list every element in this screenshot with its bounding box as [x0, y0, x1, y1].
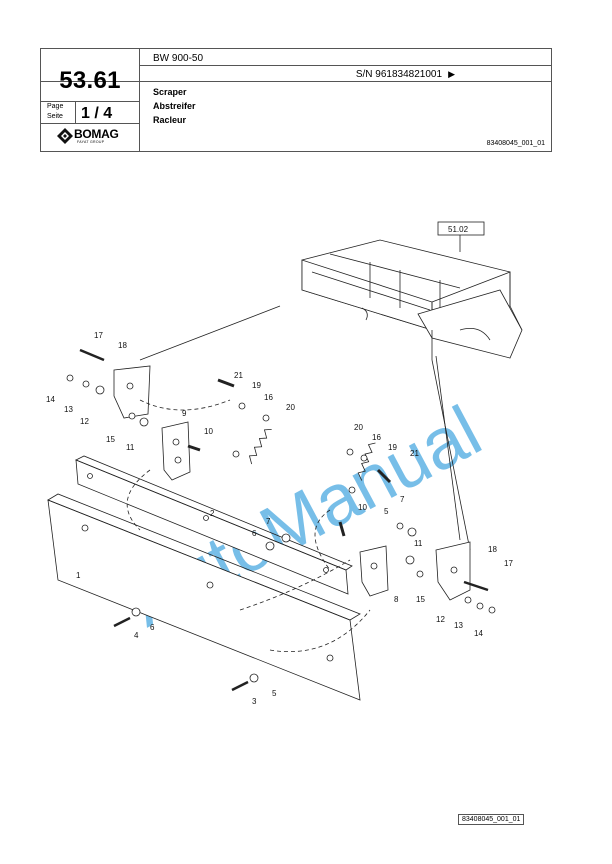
callout-8: 8 — [394, 595, 399, 604]
callout-16: 16 — [372, 433, 381, 442]
callout-14: 14 — [46, 395, 55, 404]
callout-6: 6 — [150, 623, 155, 632]
logo-name: BOMAG — [74, 127, 119, 141]
pin-21-right — [376, 468, 392, 484]
bolt-3 — [231, 680, 249, 692]
callout-10: 10 — [204, 427, 213, 436]
title-de: Abstreifer — [153, 101, 196, 111]
left-mounting-plate — [113, 365, 151, 419]
page-number: 1 / 4 — [81, 105, 113, 122]
header-rule — [75, 101, 76, 123]
exploded-view-drawing: AutoManual 51.02 — [40, 210, 560, 730]
callout-labels: 1 2 3 4 5 5 6 6 7 7 8 9 10 10 11 11 12 1… — [46, 331, 513, 706]
reference-box: 51.02 — [437, 221, 485, 252]
callout-20: 20 — [354, 423, 363, 432]
section-number: 53.61 — [59, 67, 121, 94]
left-spring — [232, 429, 272, 465]
pin-21-left — [217, 378, 235, 388]
callout-13: 13 — [454, 621, 463, 630]
bolt-4 — [113, 616, 131, 628]
callout-9: 9 — [182, 409, 187, 418]
page-label-de: Seite — [47, 113, 63, 120]
callout-2: 2 — [210, 509, 215, 518]
bolt-17-right — [463, 580, 489, 592]
bolt-10-right — [338, 521, 346, 537]
callout-1: 1 — [76, 571, 81, 580]
callout-10: 10 — [358, 503, 367, 512]
left-bracket — [161, 421, 191, 481]
callout-17: 17 — [504, 559, 513, 568]
callout-4: 4 — [134, 631, 139, 640]
right-bracket — [359, 545, 389, 597]
header-rule — [139, 65, 551, 66]
title-fr: Racleur — [153, 115, 187, 125]
callout-16: 16 — [264, 393, 273, 402]
callout-3: 3 — [252, 697, 257, 706]
right-mounting-plate — [435, 541, 471, 601]
page-label-en: Page — [47, 103, 64, 110]
callout-19: 19 — [252, 381, 261, 390]
callout-7: 7 — [400, 495, 405, 504]
header-rule — [41, 81, 551, 82]
model-name: BW 900-50 — [153, 53, 204, 64]
callout-21: 21 — [410, 449, 419, 458]
washers-and-nuts — [66, 374, 496, 683]
callout-19: 19 — [388, 443, 397, 452]
logo-subtitle: FAYAT GROUP — [77, 140, 105, 144]
callout-14: 14 — [474, 629, 483, 638]
bomag-diamond-icon — [57, 128, 73, 144]
callout-11: 11 — [414, 539, 423, 548]
scraper-blade — [47, 493, 361, 701]
callout-6: 6 — [252, 529, 257, 538]
header-rule — [41, 123, 139, 124]
bomag-logo: BOMAG FAYAT GROUP — [57, 127, 129, 147]
callout-7: 7 — [266, 517, 271, 526]
callout-20: 20 — [286, 403, 295, 412]
assembly-lines — [126, 399, 371, 653]
callout-5: 5 — [272, 689, 277, 698]
serial-number: S/N 961834821001 — [355, 69, 442, 80]
callout-12: 12 — [436, 615, 445, 624]
bolt-17-left — [79, 348, 105, 362]
header-block: BW 900-50 S/N 961834821001 ▶ 53.61 Page … — [40, 48, 552, 152]
callout-12: 12 — [80, 417, 89, 426]
callout-11: 11 — [126, 443, 135, 452]
document-id: 83408045_001_01 — [486, 140, 545, 147]
right-spring — [348, 442, 376, 494]
footer-document-id: 83408045_001_01 — [458, 814, 525, 825]
callout-5: 5 — [384, 507, 389, 516]
reference-label: 51.02 — [448, 225, 469, 234]
callout-15: 15 — [106, 435, 115, 444]
callout-17: 17 — [94, 331, 103, 340]
callout-15: 15 — [416, 595, 425, 604]
callout-18: 18 — [488, 545, 497, 554]
header-rule — [41, 101, 139, 102]
title-en: Scraper — [153, 87, 187, 97]
scraper-strip — [75, 455, 353, 595]
callout-21: 21 — [234, 371, 243, 380]
serial-arrow-icon: ▶ — [448, 69, 455, 79]
callout-18: 18 — [118, 341, 127, 350]
bolt-10-left — [187, 444, 201, 452]
exploded-view-svg: AutoManual 51.02 — [46, 221, 523, 706]
header-divider — [139, 49, 140, 151]
machine-frame — [301, 239, 523, 360]
callout-13: 13 — [64, 405, 73, 414]
